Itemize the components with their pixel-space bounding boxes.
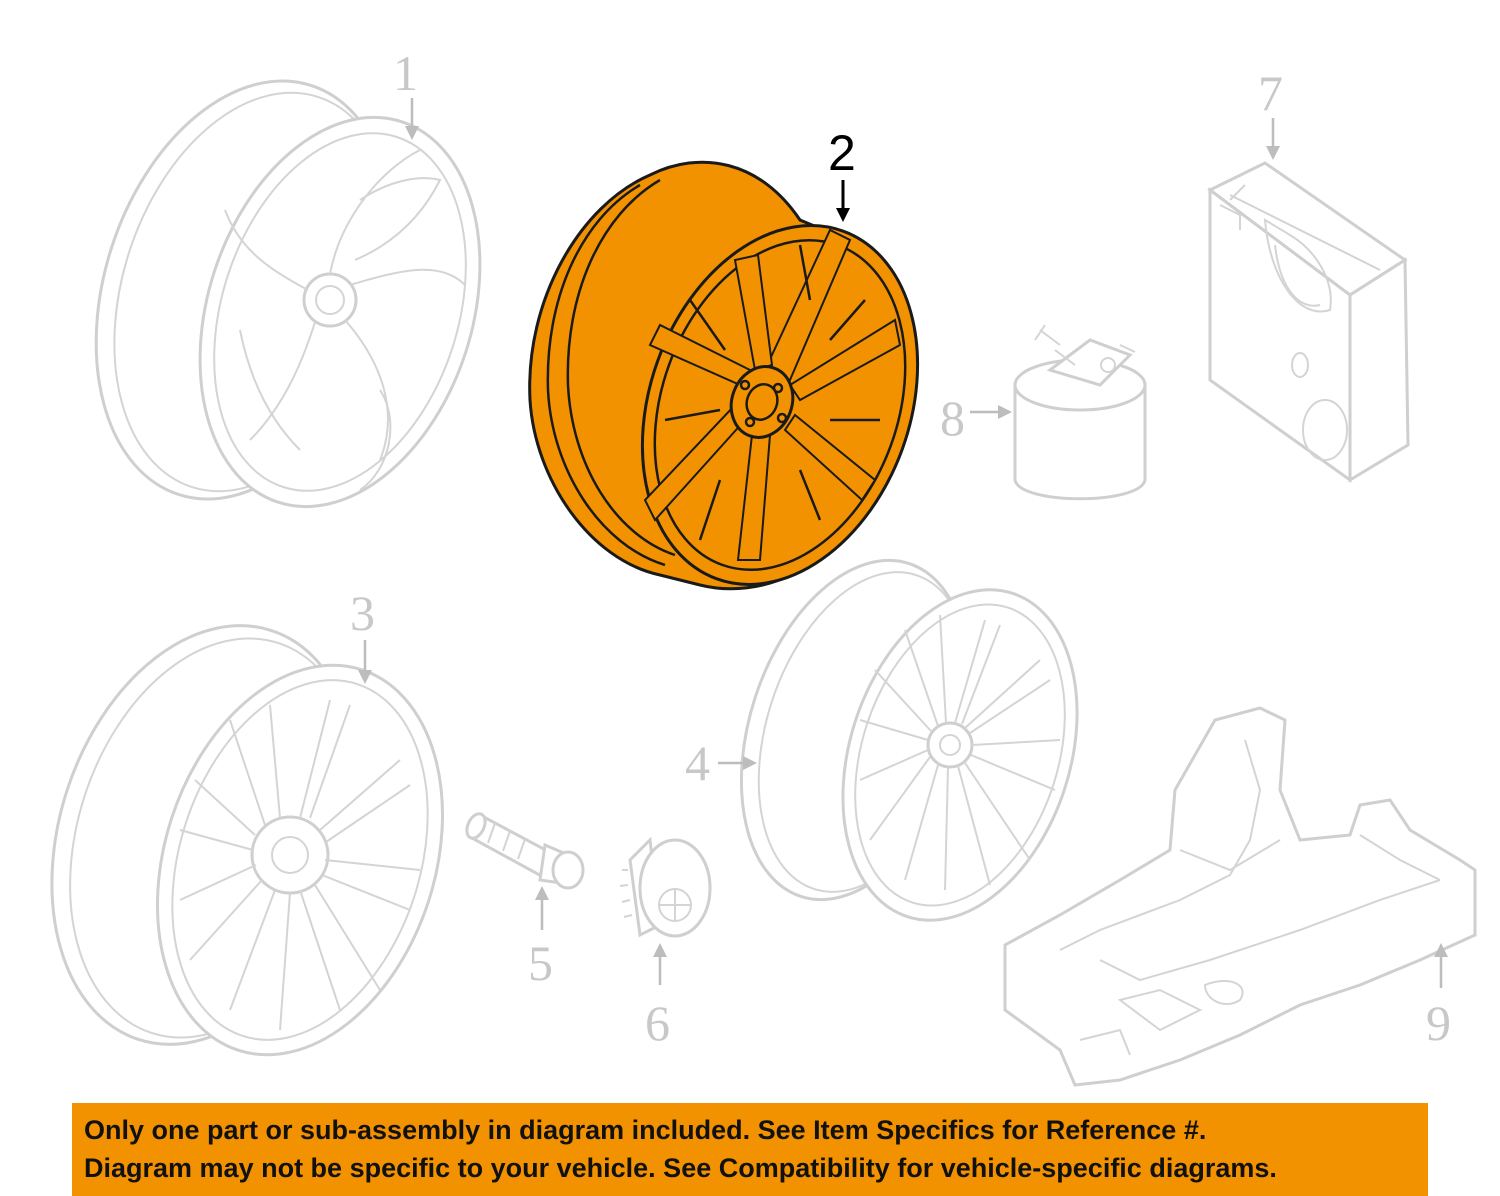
- part-8-sealant-bottle[interactable]: 8: [940, 324, 1147, 501]
- part-4-wheel[interactable]: 4: [685, 531, 1117, 951]
- disclaimer-line-1: Only one part or sub-assembly in diagram…: [84, 1115, 1207, 1145]
- part-7-compressor[interactable]: 7: [1207, 65, 1410, 483]
- callout-1: 1: [393, 45, 418, 101]
- callout-4: 4: [685, 735, 710, 791]
- callout-8: 8: [940, 390, 965, 446]
- disclaimer-line-2: Diagram may not be specific to your vehi…: [84, 1153, 1277, 1183]
- disclaimer-banner: Only one part or sub-assembly in diagram…: [72, 1103, 1428, 1196]
- callout-6: 6: [645, 995, 670, 1051]
- part-6-center-cap[interactable]: 6: [619, 836, 712, 1051]
- callout-9: 9: [1426, 995, 1451, 1051]
- callout-5: 5: [528, 935, 553, 991]
- part-2-wheel[interactable]: 2: [528, 125, 966, 623]
- callout-2: 2: [828, 125, 856, 181]
- callout-7: 7: [1258, 65, 1283, 121]
- part-3-wheel[interactable]: 3: [1, 585, 491, 1092]
- part-1-wheel[interactable]: 1: [45, 42, 527, 543]
- callout-3: 3: [350, 585, 375, 641]
- part-5-wheel-bolt[interactable]: 5: [463, 811, 585, 991]
- part-9-foam-tray[interactable]: 9: [1003, 706, 1477, 1087]
